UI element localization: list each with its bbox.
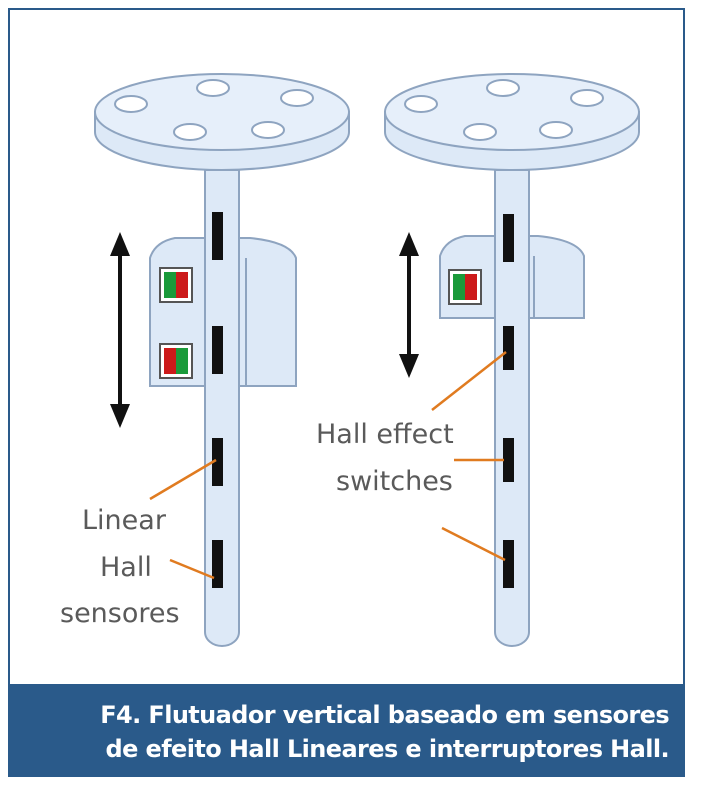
left-float-device: Linear Hall sensores [60, 73, 350, 647]
right-magnet [503, 438, 514, 482]
right-flange-hole [486, 79, 520, 97]
left-travel-arrow [110, 232, 130, 428]
linear-label-line1: Linear [82, 505, 167, 536]
right-stem [494, 169, 530, 647]
switch-label-line1: Hall effect [316, 419, 454, 450]
left-flange-hole [196, 79, 230, 97]
left-leader-line [149, 458, 217, 501]
right-magnet [503, 214, 514, 262]
sensor-red-half [176, 272, 188, 298]
left-flange-hole [173, 123, 207, 141]
sensor-green-half [164, 272, 176, 298]
sensor-red-half [164, 348, 176, 374]
right-magnet [503, 326, 514, 370]
left-magnet [212, 438, 223, 486]
left-flange-hole [114, 95, 148, 113]
sensor-red-half [465, 274, 477, 300]
linear-label-line2: Hall [100, 552, 152, 583]
switch-label-line2: switches [336, 466, 453, 497]
figure-caption: F4. Flutuador vertical baseado em sensor… [8, 684, 685, 777]
right-magnet [503, 540, 514, 588]
right-float-device: Hall effect switches [316, 73, 640, 647]
right-flange-hole [404, 95, 438, 113]
left-flange-hole [251, 121, 285, 139]
right-flange-hole [570, 89, 604, 107]
right-leader-line [431, 351, 507, 411]
left-magnet [212, 326, 223, 374]
right-flange-hole [463, 123, 497, 141]
sensor-green-half [176, 348, 188, 374]
left-leader-line [169, 558, 215, 580]
left-magnet [212, 212, 223, 260]
caption-line1: F4. Flutuador vertical baseado em sensor… [100, 701, 669, 729]
left-magnet [212, 540, 223, 588]
right-leader-line [441, 526, 506, 562]
linear-label-line3: sensores [60, 598, 180, 629]
left-flange-hole [280, 89, 314, 107]
right-travel-arrow [399, 232, 419, 378]
right-flange-hole [539, 121, 573, 139]
left-stem [204, 169, 240, 647]
sensor-green-half [453, 274, 465, 300]
caption-line2: de efeito Hall Lineares e interruptores … [105, 735, 670, 763]
